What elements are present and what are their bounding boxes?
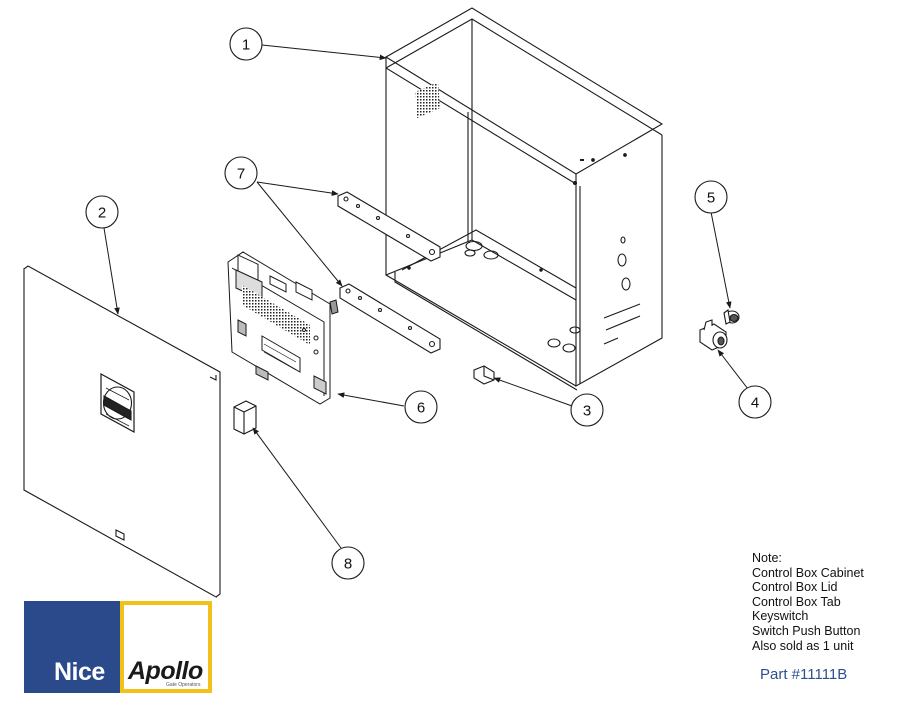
callout-2: 2	[85, 195, 119, 229]
callout-8-label: 8	[344, 556, 352, 573]
logo-apollo-text: Apollo	[128, 657, 203, 685]
control-box-tab-part	[473, 365, 495, 385]
note-line: Control Box Tab	[752, 594, 841, 609]
note-line: Switch Push Button	[752, 623, 861, 638]
callout-2-label: 2	[98, 205, 106, 222]
control-box-lid	[23, 265, 221, 598]
callout-5-label: 5	[707, 190, 715, 207]
callout-3: 3	[570, 393, 604, 427]
callout-1: 1	[229, 27, 263, 61]
callout-4-label: 4	[751, 395, 759, 412]
keyswitch-part	[699, 319, 728, 351]
callout-3-label: 3	[583, 403, 591, 420]
note-title: Note:	[752, 551, 782, 565]
callout-8: 8	[331, 546, 365, 580]
leader-lines	[103, 44, 749, 549]
callout-6: 6	[404, 390, 438, 424]
mounting-brackets	[337, 191, 441, 354]
logo-nice-panel: Nice	[24, 601, 120, 693]
logo-tagline: Gate Operators	[166, 682, 201, 688]
note-line: Also sold as 1 unit	[752, 638, 854, 653]
note-line: Keyswitch	[752, 609, 809, 624]
switch-button-part	[723, 309, 740, 325]
control-board	[227, 251, 339, 405]
nice-apollo-logo: Nice Apollo Gate Operators	[24, 601, 212, 693]
callout-1-label: 1	[242, 37, 250, 54]
logo-apollo-panel: Apollo Gate Operators	[120, 601, 212, 693]
callout-7-label: 7	[237, 166, 245, 183]
note-line: Control Box Lid	[752, 580, 838, 595]
callout-4: 4	[738, 385, 772, 419]
logo-nice-text: Nice	[54, 658, 105, 686]
callout-5: 5	[694, 180, 728, 214]
parts-note: Note: Control Box Cabinet Control Box Li…	[752, 551, 864, 653]
callout-7: 7	[224, 156, 258, 190]
note-line: Control Box Cabinet	[752, 565, 864, 580]
part-number: Part #11111B	[760, 666, 848, 683]
control-box-cabinet	[384, 7, 664, 391]
lid-logo-emblem	[100, 372, 135, 434]
callout-6-label: 6	[417, 400, 425, 417]
switch-push-button-part	[233, 400, 257, 435]
